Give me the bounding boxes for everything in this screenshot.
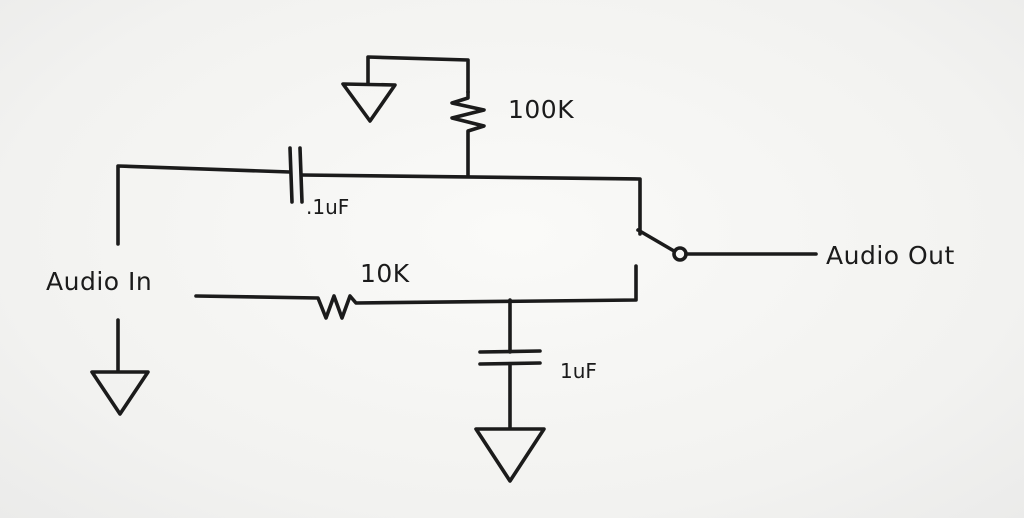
label-coupling-cap: .1uF: [306, 195, 349, 219]
label-filter-cap: 1uF: [560, 359, 597, 383]
selector-switch: [636, 228, 818, 262]
ground-top-icon: [341, 55, 470, 123]
label-audio-in: Audio In: [46, 267, 152, 296]
label-audio-out: Audio Out: [826, 241, 955, 270]
capacitor-filter: [478, 349, 542, 366]
resistor-100k: [450, 90, 486, 178]
label-10k: 10K: [360, 259, 410, 288]
label-100k: 100K: [508, 95, 574, 124]
top-wire: [116, 164, 292, 246]
ground-left-icon: [90, 370, 150, 416]
ground-bottom-icon: [474, 427, 546, 483]
input-wire: [194, 264, 638, 320]
